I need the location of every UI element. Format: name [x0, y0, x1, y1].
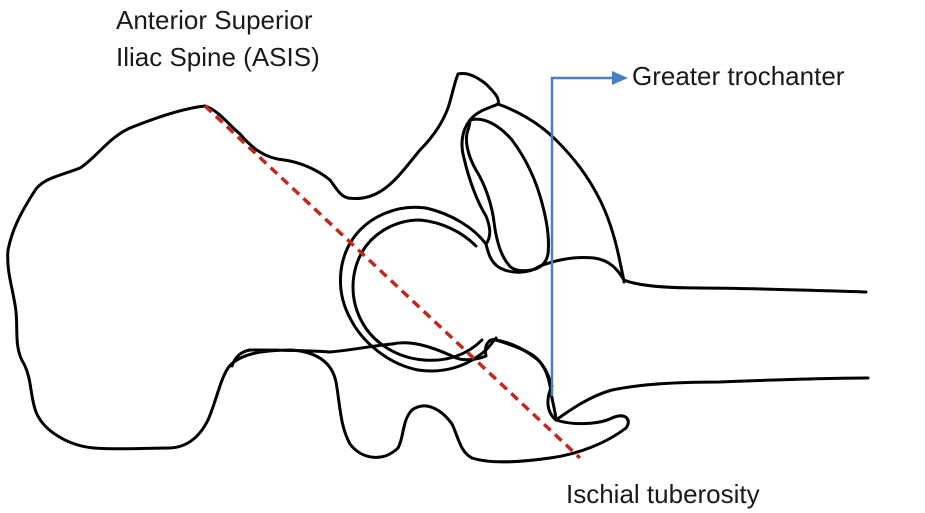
ischial-tuberosity-label: Ischial tuberosity [566, 479, 760, 509]
acetabulum-outer [339, 205, 498, 373]
asis-label-line-2: Iliac Spine (ASIS) [116, 42, 320, 72]
asis-label-line-1: Anterior Superior [116, 5, 313, 35]
pointer-arrowhead [612, 71, 628, 85]
greater-trochanter-label: Greater trochanter [632, 61, 845, 91]
greater-trochanter-outline [496, 102, 626, 284]
acetabulum-inner [351, 218, 484, 362]
asis-to-ischial-tuberosity-line [203, 104, 582, 460]
femur-shaft-lower [554, 376, 870, 422]
greater-trochanter-pointer [550, 76, 618, 396]
iliac-crest-outline [203, 72, 500, 246]
ischium-outline [494, 338, 558, 422]
asis-label: Anterior Superior Iliac Spine (ASIS) [116, 2, 320, 76]
pelvis-outline [6, 104, 630, 464]
femur-outline [484, 242, 868, 294]
trochanter-inner-outline [464, 117, 550, 273]
